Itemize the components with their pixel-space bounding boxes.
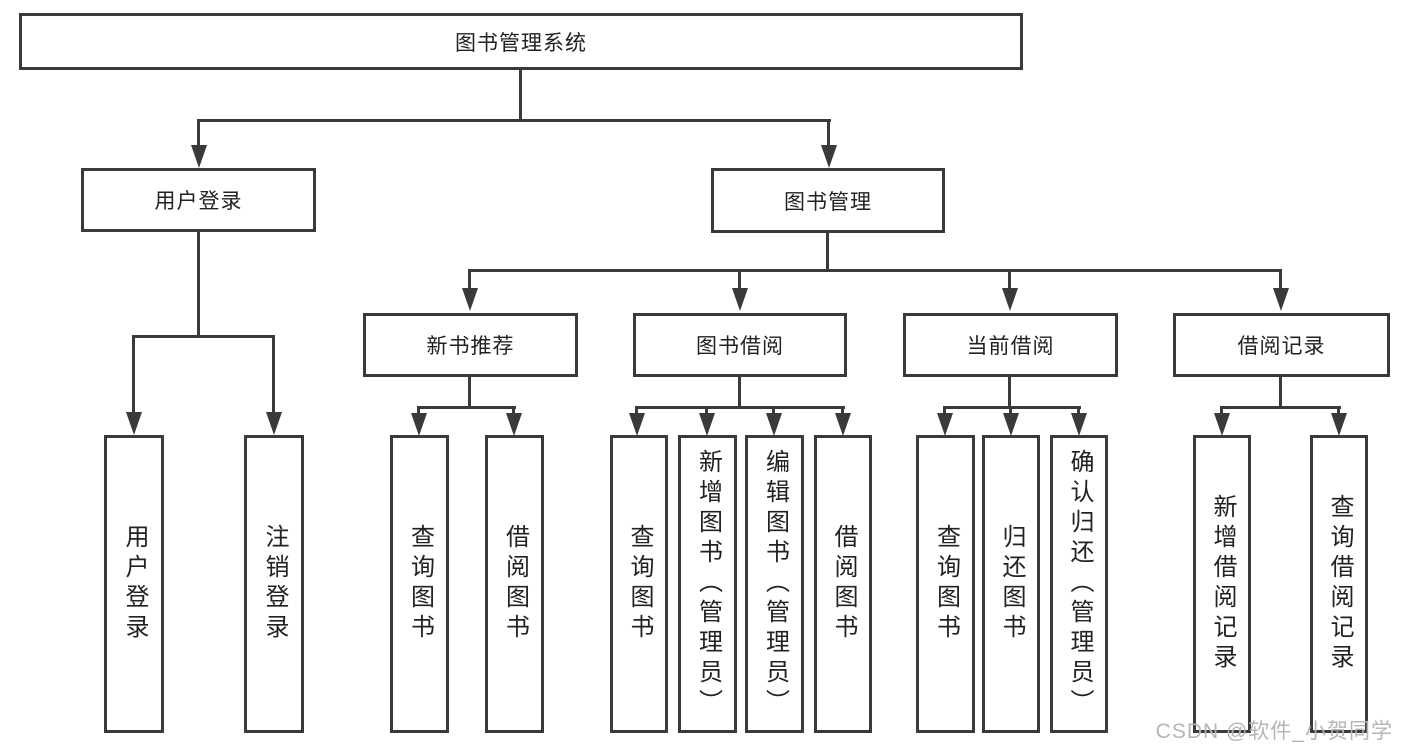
node-label: 新书推荐 [426,335,515,358]
arrow-down-icon [1273,288,1289,311]
node-label: 编辑图书（管理员） [761,449,789,719]
arrow-down-icon [629,413,645,436]
connector-newbook-split [417,406,516,409]
connector-borrow-split [635,406,845,409]
node-label: 查询图书 [626,524,653,644]
arrow-down-icon [1071,413,1087,436]
connector-bookmgmt-split [468,269,1282,272]
connector-records-split [1220,406,1341,409]
connector-newbook-stem [468,377,471,407]
node-label: 借阅图书 [830,524,857,644]
node-confirm-return-admin: 确认归还（管理员） [1050,435,1108,733]
connector-userlogin-split [132,335,275,338]
node-label: 图书借阅 [696,335,784,358]
node-borrow-records: 借阅记录 [1173,313,1390,377]
node-root: 图书管理系统 [19,13,1023,70]
connector-drop [705,406,708,416]
node-label: 查询图书 [406,524,434,644]
arrow-down-icon [1002,288,1018,311]
node-query-books: 查询图书 [610,435,668,733]
node-query-books: 查询图书 [390,435,449,733]
connector-drop [772,406,775,416]
connector-drop [417,406,420,416]
connector-drop [1279,269,1282,290]
connector-root-split [197,119,831,122]
node-query-borrow-record: 查询借阅记录 [1310,435,1368,733]
node-label: 查询借阅记录 [1326,494,1353,674]
node-label: 借阅记录 [1237,335,1326,358]
node-label: 归还图书 [998,524,1025,644]
connector-drop [635,406,638,416]
connector-borrow-stem [738,377,741,407]
connector-drop [272,335,275,414]
arrow-down-icon [766,413,782,436]
node-borrow-books: 借阅图书 [485,435,544,733]
connector-root-stem [519,70,522,120]
connector-bookmgmt-stem [826,232,829,271]
node-book-borrow: 图书借阅 [633,313,847,377]
node-add-borrow-record: 新增借阅记录 [1193,435,1251,733]
connector-drop [197,119,200,147]
connector-records-stem [1279,377,1282,407]
connector-drop [1008,269,1011,290]
node-label: 注销登录 [261,524,288,644]
connector-drop [512,406,515,416]
node-label: 借阅图书 [501,524,529,644]
arrow-down-icon [506,413,522,436]
node-label: 查询图书 [932,524,960,644]
connector-drop [943,406,946,416]
connector-drop [1009,406,1012,416]
connector-userlogin-stem [197,232,200,336]
node-label: 新增借阅记录 [1209,494,1236,674]
arrow-down-icon [191,145,207,168]
connector-drop [1337,406,1340,416]
node-label: 用户登录 [121,524,148,644]
node-query-books: 查询图书 [916,435,975,733]
node-edit-book-admin: 编辑图书（管理员） [745,435,804,733]
arrow-down-icon [1214,413,1230,436]
node-return-books: 归还图书 [982,435,1040,733]
node-login: 用户登录 [104,435,164,733]
arrow-down-icon [411,413,427,436]
node-label: 图书管理 [784,190,872,214]
node-add-book-admin: 新增图书（管理员） [678,435,737,733]
connector-current-stem [1008,377,1011,407]
node-label: 确认归还（管理员） [1066,449,1093,719]
node-current-borrow: 当前借阅 [903,313,1118,377]
node-user-login: 用户登录 [81,168,316,232]
node-label: 当前借阅 [966,335,1055,358]
connector-current-split [943,406,1081,409]
arrow-down-icon [266,412,282,435]
connector-drop [1077,406,1080,416]
arrow-down-icon [937,413,953,436]
arrow-down-icon [1331,413,1347,436]
connector-drop [132,335,135,414]
arrow-down-icon [821,145,837,168]
arrow-down-icon [1003,413,1019,436]
node-label: 用户登录 [154,190,243,213]
arrow-down-icon [462,288,478,311]
node-label: 新增图书（管理员） [694,449,722,719]
arrow-down-icon [126,412,142,435]
node-borrow-books: 借阅图书 [814,435,872,733]
connector-drop [468,269,471,290]
node-new-book-recommend: 新书推荐 [363,313,578,377]
connector-drop [841,406,844,416]
arrow-down-icon [835,413,851,436]
connector-drop [1220,406,1223,416]
node-book-management: 图书管理 [711,168,945,233]
node-label: 图书管理系统 [455,31,587,55]
connector-drop [827,119,830,147]
arrow-down-icon [732,288,748,311]
arrow-down-icon [699,413,715,436]
node-logout: 注销登录 [244,435,304,733]
connector-drop [738,269,741,290]
